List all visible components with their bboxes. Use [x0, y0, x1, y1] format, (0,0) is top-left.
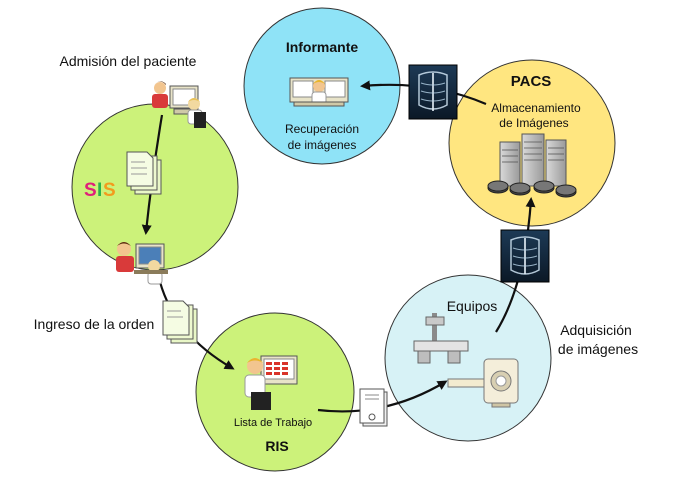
user-at-computer-icon: [152, 81, 206, 128]
acquisition-label-line2: de imágenes: [558, 341, 638, 357]
document-stack-icon: [359, 388, 388, 427]
user-at-computer-icon: [289, 77, 349, 107]
sis-logo: S I S: [84, 180, 116, 201]
storage-label-line1: Almacenamiento: [491, 101, 581, 115]
user-at-computer-icon: [244, 355, 298, 410]
ris-label: RIS: [265, 438, 288, 454]
xray-machine-icon: [413, 313, 469, 364]
storage-label-line2: de Imágenes: [499, 116, 568, 130]
xray-film-icon: [408, 64, 458, 120]
acquisition-label-line1: Adquisición: [560, 322, 632, 338]
retrieval-label-line2: de imágenes: [288, 138, 357, 152]
patient-admission-label: Admisión del paciente: [60, 53, 197, 69]
order-entry-label: Ingreso de la orden: [34, 316, 155, 332]
ct-scanner-icon: [447, 358, 519, 408]
document-stack-icon: [126, 151, 162, 195]
user-at-computer-icon: [116, 242, 168, 285]
server-rack-icon: [499, 133, 567, 187]
xray-film-icon: [500, 229, 550, 283]
sis-letter-s1: S: [84, 180, 97, 201]
sis-letter-s2: S: [103, 180, 116, 201]
reporter-label: Informante: [286, 39, 359, 55]
sis-letter-i: I: [97, 180, 102, 201]
document-stack-icon: [162, 300, 198, 344]
pacs-label: PACS: [511, 73, 552, 90]
ris-circle: [195, 312, 355, 472]
equipment-label: Equipos: [447, 298, 498, 314]
worklist-label: Lista de Trabajo: [234, 417, 312, 429]
retrieval-label-line1: Recuperación: [285, 122, 359, 136]
storage-disk-icon: [487, 180, 577, 198]
